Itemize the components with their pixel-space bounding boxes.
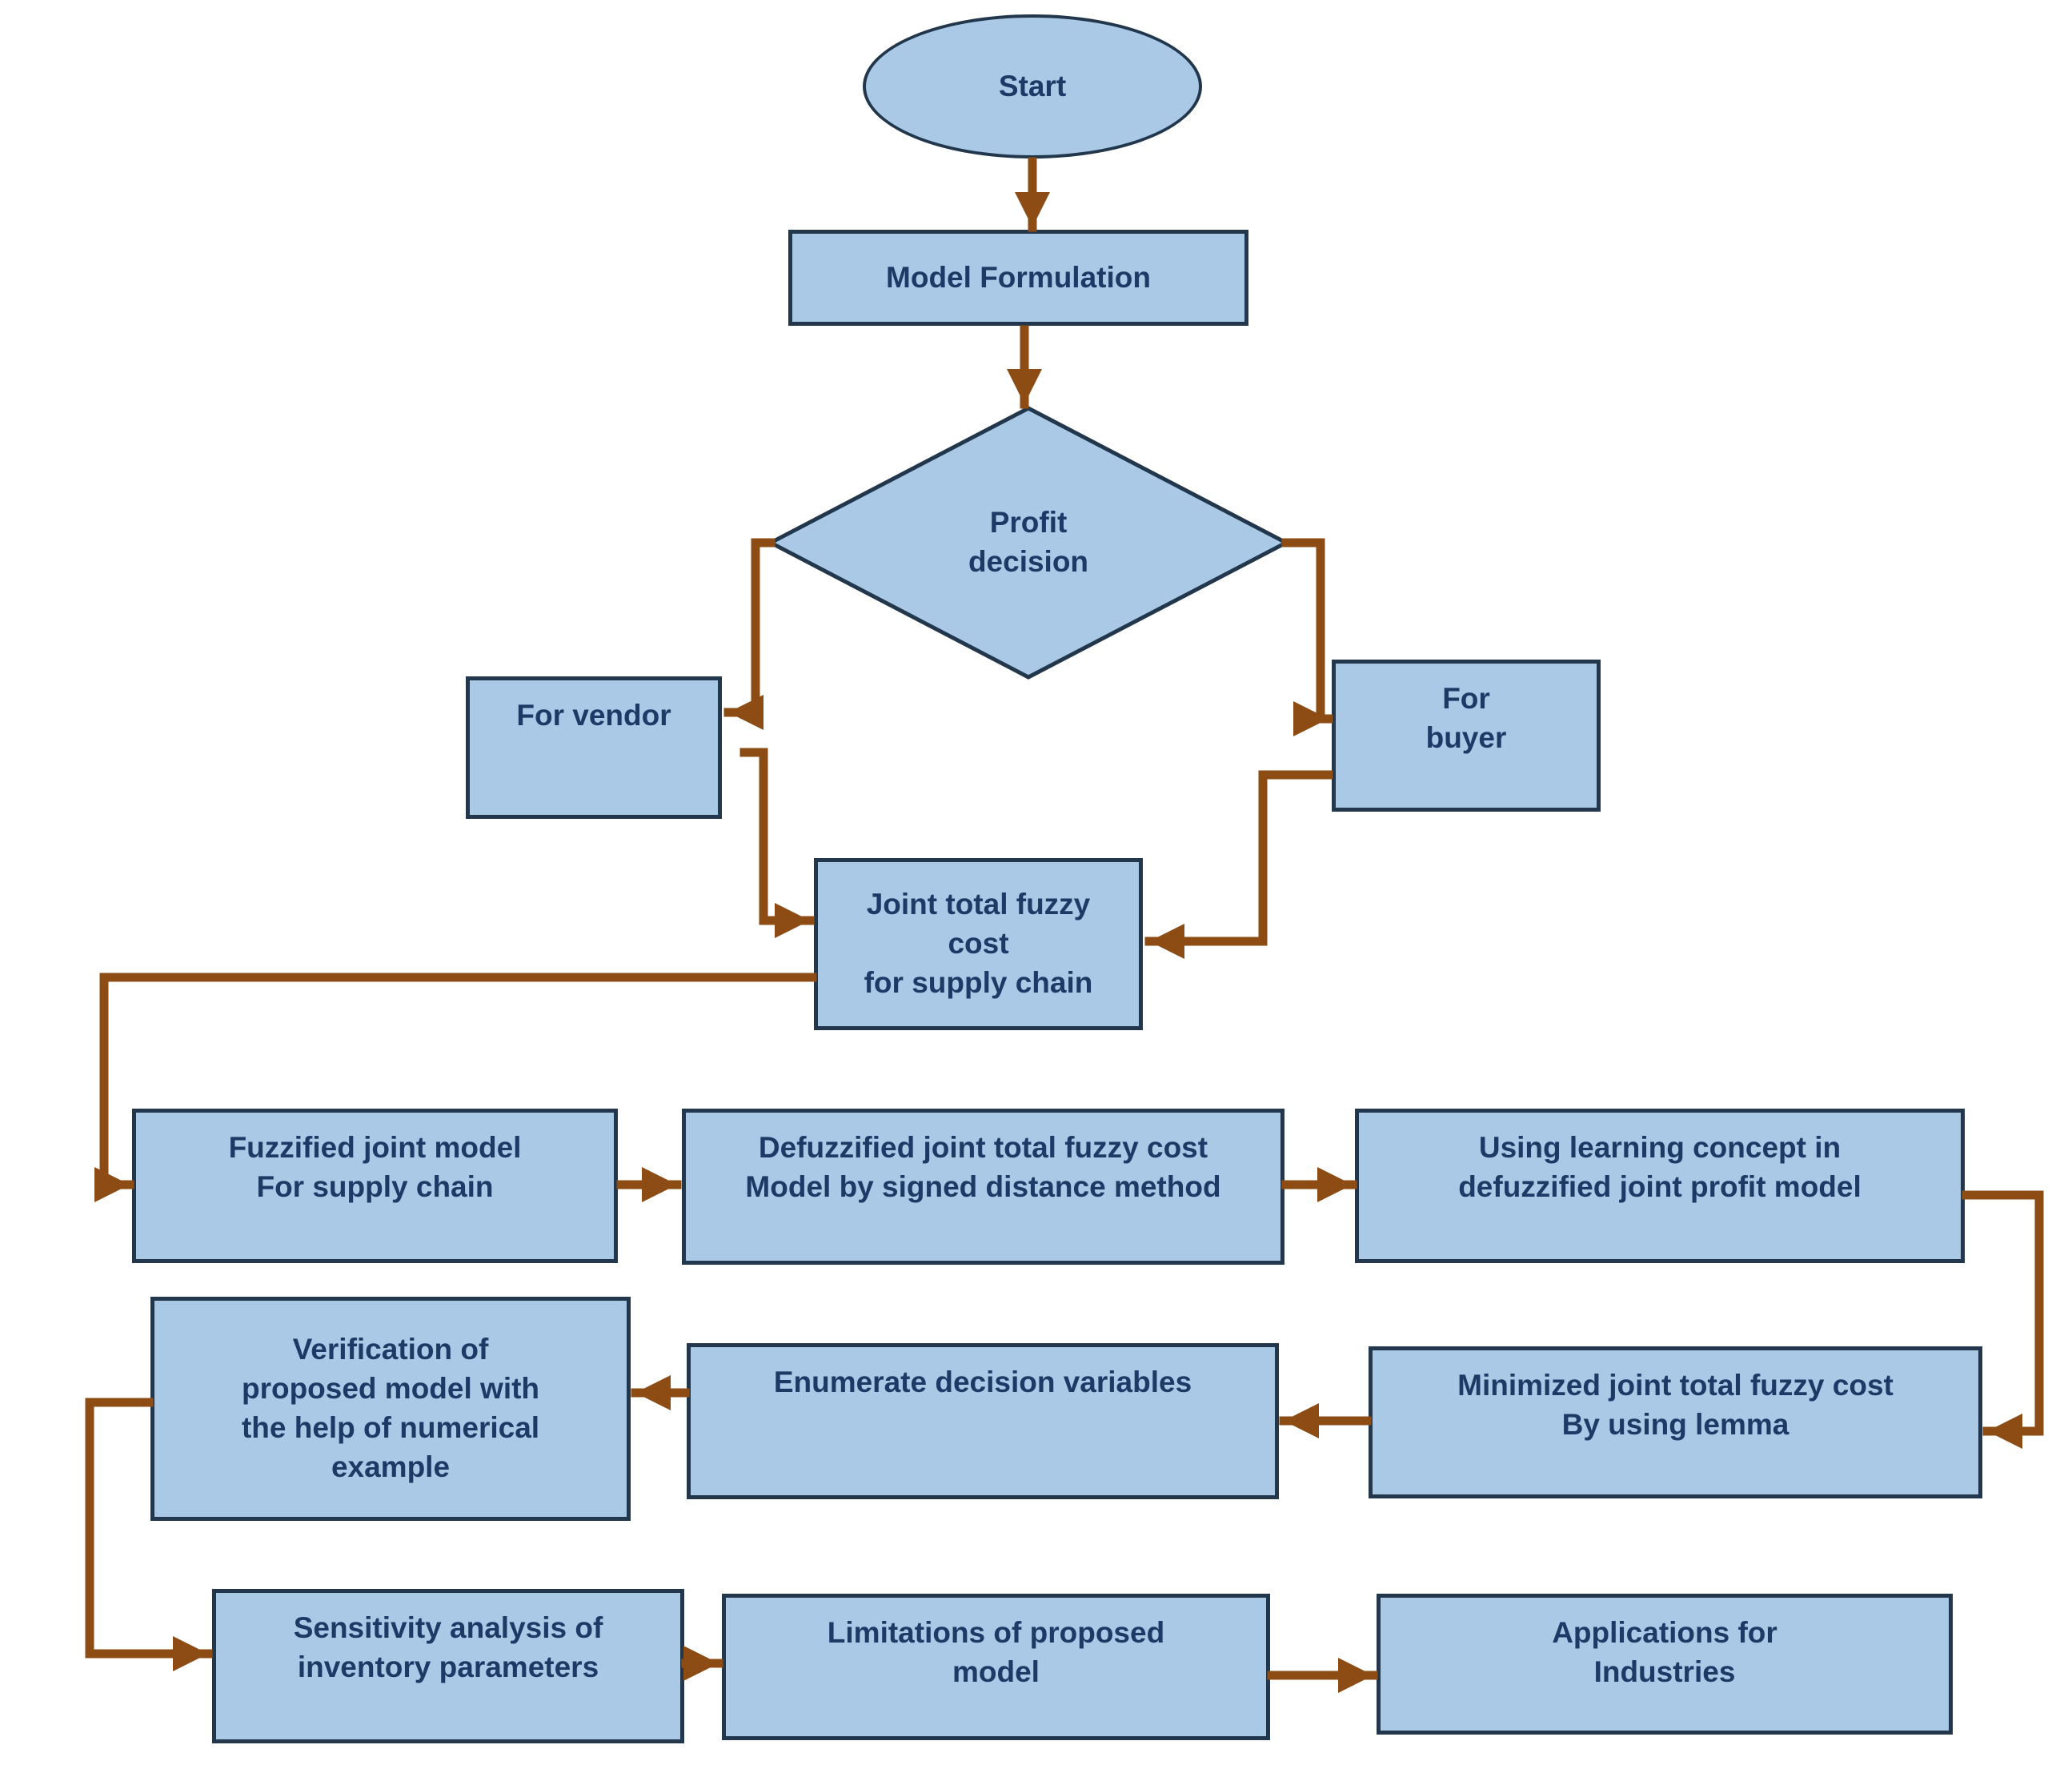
node-start: Start: [863, 14, 1202, 158]
node-sensitivity-analysis: Sensitivity analysis of inventory parame…: [212, 1589, 684, 1743]
node-fuzzified-joint-model: Fuzzified joint model For supply chain: [132, 1109, 618, 1263]
node-model-formulation: Model Formulation: [788, 230, 1248, 326]
node-verification: Verification of proposed model with the …: [150, 1297, 631, 1521]
node-defuzzified-joint-total: Defuzzified joint total fuzzy cost Model…: [682, 1109, 1284, 1265]
node-limitations: Limitations of proposed model: [722, 1594, 1270, 1740]
edge-profit-decision-to-for-vendor: [723, 538, 775, 730]
node-minimized-joint-total: Minimized joint total fuzzy cost By usin…: [1369, 1346, 1982, 1498]
edge-for-buyer-to-joint-total: [1144, 770, 1333, 959]
edge-profit-decision-to-for-buyer: [1281, 538, 1333, 736]
edge-for-vendor-to-joint-total: [739, 748, 815, 938]
node-enumerate-decision-variables: Enumerate decision variables: [687, 1343, 1279, 1499]
node-for-vendor: For vendor: [466, 676, 722, 819]
node-for-buyer: For buyer: [1332, 660, 1601, 812]
node-using-learning-concept: Using learning concept in defuzzified jo…: [1355, 1109, 1965, 1263]
node-profit-decision: Profit decision: [968, 506, 1089, 578]
node-joint-total-fuzzy-cost: Joint total fuzzy cost for supply chain: [814, 858, 1143, 1030]
node-applications: Applications for Industries: [1377, 1594, 1953, 1735]
